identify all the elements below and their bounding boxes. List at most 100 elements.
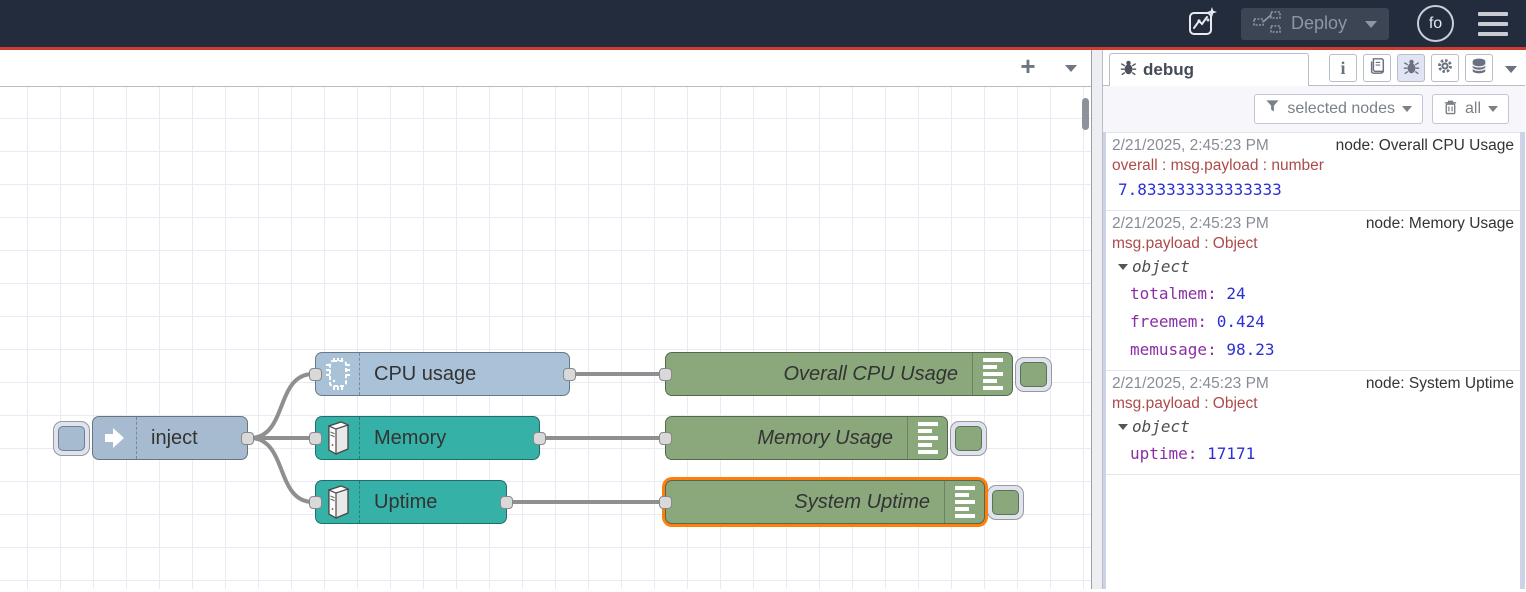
flow-node-memory[interactable]: Memory bbox=[309, 416, 546, 460]
port-out[interactable] bbox=[241, 432, 254, 445]
message-property-type: msg.payload : Object bbox=[1112, 395, 1258, 412]
port-out[interactable] bbox=[563, 368, 576, 381]
sidebar-tab-list-button[interactable] bbox=[1505, 61, 1517, 76]
caret-down-icon bbox=[1365, 21, 1377, 28]
payload-key: totalmem: bbox=[1130, 284, 1227, 303]
debug-lines-icon bbox=[972, 353, 1012, 395]
node-label: Uptime bbox=[374, 490, 438, 513]
debug-message[interactable]: 2/21/2025, 2:45:23 PM node: System Uptime… bbox=[1106, 371, 1520, 475]
canvas-vertical-scrollbar[interactable] bbox=[1082, 98, 1089, 130]
payload-object-toggle[interactable]: object bbox=[1112, 254, 1514, 280]
db-tab-button[interactable] bbox=[1465, 54, 1493, 82]
payload-object-label: object bbox=[1132, 257, 1190, 276]
app-header: Deploy fo bbox=[0, 0, 1526, 50]
filter-funnel-icon bbox=[1265, 99, 1280, 119]
info-tab-button[interactable]: i bbox=[1329, 54, 1357, 82]
message-node-name: node: Overall CPU Usage bbox=[1335, 137, 1514, 154]
add-flow-button[interactable]: + bbox=[1005, 50, 1051, 86]
main-menu-button[interactable] bbox=[1478, 11, 1508, 36]
port-in[interactable] bbox=[309, 368, 322, 381]
port-out[interactable] bbox=[500, 496, 513, 509]
node-label: System Uptime bbox=[794, 490, 930, 513]
port-in[interactable] bbox=[659, 496, 672, 509]
deploy-options-button[interactable] bbox=[1365, 16, 1377, 31]
deploy-button[interactable]: Deploy bbox=[1253, 10, 1347, 37]
avatar-initials: fo bbox=[1428, 14, 1443, 32]
user-avatar[interactable]: fo bbox=[1417, 5, 1454, 42]
node-label: Overall CPU Usage bbox=[783, 362, 958, 385]
bug-icon bbox=[1120, 59, 1137, 81]
flow-node-inject[interactable]: inject bbox=[92, 416, 254, 460]
inject-trigger-button[interactable] bbox=[53, 421, 90, 456]
debug-lines-icon bbox=[907, 417, 947, 459]
port-in[interactable] bbox=[659, 432, 672, 445]
gear-tab-button[interactable] bbox=[1431, 54, 1459, 82]
debug-message[interactable]: 2/21/2025, 2:45:23 PM node: Overall CPU U… bbox=[1106, 132, 1520, 211]
message-property-type: overall : msg.payload : number bbox=[1112, 157, 1324, 174]
ai-flow-button[interactable] bbox=[1185, 5, 1219, 42]
debug-clear-button[interactable]: all bbox=[1431, 94, 1509, 124]
gear-icon bbox=[1436, 57, 1454, 79]
debug-lines-icon bbox=[944, 481, 984, 523]
flow-node-cpu-usage[interactable]: CPU usage bbox=[309, 352, 576, 396]
message-timestamp: 2/21/2025, 2:45:23 PM bbox=[1112, 375, 1269, 392]
tab-debug[interactable]: debug bbox=[1109, 53, 1309, 86]
debug-toggle-button[interactable] bbox=[1015, 357, 1052, 392]
ai-flow-icon bbox=[1185, 5, 1219, 42]
deploy-group: Deploy bbox=[1240, 7, 1389, 40]
debug-message-list[interactable]: 2/21/2025, 2:45:23 PM node: Overall CPU U… bbox=[1103, 132, 1525, 589]
bug-icon bbox=[1403, 58, 1420, 79]
debug-toggle-button[interactable] bbox=[987, 485, 1024, 520]
payload-object-toggle[interactable]: object bbox=[1112, 414, 1514, 440]
chip-icon bbox=[316, 353, 360, 395]
node-label: CPU usage bbox=[374, 362, 477, 385]
plus-icon: + bbox=[1020, 51, 1036, 81]
wire[interactable] bbox=[249, 436, 314, 504]
inject-arrow-icon bbox=[93, 417, 137, 459]
debug-clear-label: all bbox=[1464, 100, 1481, 117]
debug-toggle-button[interactable] bbox=[950, 421, 987, 456]
message-timestamp: 2/21/2025, 2:45:23 PM bbox=[1112, 137, 1269, 154]
tab-debug-label: debug bbox=[1143, 60, 1194, 79]
server-icon bbox=[316, 417, 360, 459]
caret-down-icon bbox=[1488, 106, 1498, 112]
port-in[interactable] bbox=[309, 432, 322, 445]
flow-wires bbox=[249, 372, 663, 504]
payload-key: uptime: bbox=[1130, 444, 1208, 463]
caret-down-icon bbox=[1401, 106, 1412, 112]
flow-node-debug-overall-cpu[interactable]: Overall CPU Usage bbox=[659, 352, 1013, 396]
debug-filter-button[interactable]: selected nodes bbox=[1254, 94, 1423, 124]
message-meta: 2/21/2025, 2:45:23 PM node: Overall CPU U… bbox=[1112, 136, 1514, 156]
port-in[interactable] bbox=[309, 496, 322, 509]
bug-tab-button[interactable] bbox=[1397, 54, 1425, 82]
sidebar-tabs: debug i bbox=[1103, 50, 1525, 86]
deploy-nodes-icon bbox=[1253, 10, 1281, 37]
payload-value: 17171 bbox=[1207, 444, 1256, 463]
message-payload: object uptime: 17171 bbox=[1112, 414, 1514, 468]
chevron-down-icon bbox=[1065, 64, 1077, 72]
message-node-name: node: System Uptime bbox=[1365, 375, 1514, 392]
port-in[interactable] bbox=[659, 368, 672, 381]
payload-value: 98.23 bbox=[1226, 340, 1275, 359]
flow-tabbar: + bbox=[0, 50, 1091, 87]
port-out[interactable] bbox=[533, 432, 546, 445]
deploy-label: Deploy bbox=[1290, 13, 1347, 33]
sidebar-action-buttons: i bbox=[1329, 54, 1517, 82]
sidebar-splitter[interactable] bbox=[1092, 50, 1102, 589]
flow-node-debug-uptime[interactable]: System Uptime bbox=[659, 480, 985, 524]
flow-node-debug-memory[interactable]: Memory Usage bbox=[659, 416, 948, 460]
flow-node-uptime[interactable]: Uptime bbox=[309, 480, 513, 524]
wire[interactable] bbox=[249, 372, 314, 440]
chevron-down-icon bbox=[1505, 65, 1517, 73]
payload-key: memusage: bbox=[1130, 340, 1227, 359]
menu-icon bbox=[1478, 11, 1508, 16]
flow-list-button[interactable] bbox=[1051, 50, 1091, 86]
book-tab-button[interactable] bbox=[1363, 54, 1391, 82]
payload-value: 24 bbox=[1226, 284, 1246, 303]
